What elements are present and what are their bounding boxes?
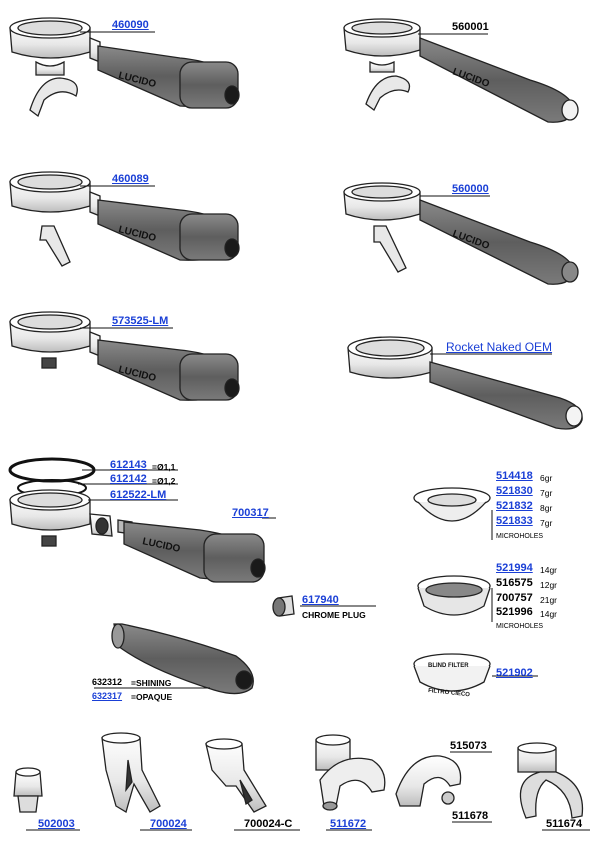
part-560000-link[interactable]: 560000 bbox=[452, 183, 489, 195]
filter-521833-weight: 7gr bbox=[540, 518, 553, 528]
filter-521833-link[interactable]: 521833 bbox=[496, 515, 533, 527]
filter-700757-weight: 21gr bbox=[540, 595, 558, 605]
filter-516575-label: 516575 bbox=[496, 577, 533, 589]
part-502003-link[interactable]: 502003 bbox=[38, 818, 75, 830]
microholes-note-2: MICROHOLES bbox=[496, 623, 544, 630]
part-612143-link[interactable]: 612143 bbox=[110, 459, 147, 471]
part-460089-link[interactable]: 460089 bbox=[112, 173, 149, 185]
part-612142-diameter: =Ø1,2 bbox=[152, 476, 176, 486]
blind-filter-bottom-text: FILTRO CIECO bbox=[428, 688, 471, 698]
handle-sleeve-632312-illustration bbox=[111, 623, 254, 695]
part-632317-finish: =OPAQUE bbox=[131, 692, 173, 702]
handle-rocket-naked-illustration bbox=[429, 361, 583, 430]
blind-filter-top-text: BLIND FILTER bbox=[428, 663, 469, 669]
portafilter-rocket-naked-illustration bbox=[347, 336, 433, 379]
leader-lines bbox=[26, 31, 590, 831]
handle-560000-illustration: LUCIDO bbox=[419, 199, 579, 285]
part-612143-diameter: =Ø1,1 bbox=[152, 462, 176, 472]
chrome-plug-illustration bbox=[272, 595, 295, 617]
blind-filter-illustration: BLIND FILTER FILTRO CIECO bbox=[413, 653, 491, 698]
part-632312-label: 632312 bbox=[92, 677, 123, 687]
filter-514418-weight: 6gr bbox=[540, 473, 553, 483]
handle-460090-illustration: LUCIDO bbox=[97, 45, 240, 109]
filter-521902-link[interactable]: 521902 bbox=[496, 667, 533, 679]
spout-700024-illustration bbox=[101, 732, 161, 813]
part-612522-lm-link[interactable]: 612522-LM bbox=[110, 489, 167, 501]
spout-511672-illustration bbox=[315, 734, 386, 811]
filter-basket-single-illustration bbox=[413, 487, 491, 522]
handle-460089-illustration: LUCIDO bbox=[97, 199, 240, 261]
portafilter-560001-illustration bbox=[343, 18, 421, 111]
spout-511674-illustration bbox=[517, 742, 584, 819]
portafilter-573525-illustration bbox=[9, 311, 101, 369]
filter-521994-weight: 14gr bbox=[540, 565, 558, 575]
filter-521832-weight: 8gr bbox=[540, 503, 553, 513]
filter-521830-weight: 7gr bbox=[540, 488, 553, 498]
part-617940-link[interactable]: 617940 bbox=[302, 594, 339, 606]
filter-521830-link[interactable]: 521830 bbox=[496, 485, 533, 497]
filter-521996-label: 521996 bbox=[496, 606, 533, 618]
filter-514418-link[interactable]: 514418 bbox=[496, 470, 533, 482]
part-612142-link[interactable]: 612142 bbox=[110, 473, 147, 485]
part-700024-c-label: 700024-C bbox=[244, 818, 293, 830]
filter-521832-link[interactable]: 521832 bbox=[496, 500, 533, 512]
handle-573525-illustration: LUCIDO bbox=[97, 339, 240, 401]
rocket-naked-oem-link[interactable]: Rocket Naked OEM bbox=[446, 340, 553, 354]
microholes-note-1: MICROHOLES bbox=[496, 533, 544, 540]
filter-basket-double-illustration bbox=[417, 575, 491, 616]
spout-700024c-illustration bbox=[205, 738, 267, 813]
part-700317-link[interactable]: 700317 bbox=[232, 507, 269, 519]
chrome-plug-caption: CHROME PLUG bbox=[302, 610, 366, 620]
part-515073-label: 515073 bbox=[450, 740, 487, 752]
part-573525-lm-link[interactable]: 573525-LM bbox=[112, 315, 169, 327]
handle-700317-illustration: LUCIDO bbox=[123, 521, 266, 583]
filter-516575-weight: 12gr bbox=[540, 580, 558, 590]
part-632317-link[interactable]: 632317 bbox=[92, 691, 123, 701]
filter-521994-link[interactable]: 521994 bbox=[496, 562, 533, 574]
part-700024-link[interactable]: 700024 bbox=[150, 818, 187, 830]
spout-body-515073-illustration bbox=[395, 755, 462, 807]
portafilter-460089-illustration bbox=[9, 171, 101, 267]
part-460090-link[interactable]: 460090 bbox=[112, 19, 149, 31]
part-560001-label: 560001 bbox=[452, 21, 489, 33]
part-511678-label: 511678 bbox=[452, 810, 489, 822]
portafilter-612522-illustration bbox=[9, 489, 133, 547]
part-511672-link[interactable]: 511672 bbox=[330, 818, 367, 830]
filter-700757-label: 700757 bbox=[496, 592, 533, 604]
filter-521996-weight: 14gr bbox=[540, 609, 558, 619]
spout-nut-502003-illustration bbox=[13, 767, 43, 813]
part-632312-finish: =SHINING bbox=[131, 678, 172, 688]
portafilter-560000-illustration bbox=[343, 182, 421, 273]
part-511674-label: 511674 bbox=[546, 818, 583, 830]
portafilter-460090-illustration bbox=[9, 17, 101, 118]
handle-560001-illustration: LUCIDO bbox=[419, 37, 579, 123]
